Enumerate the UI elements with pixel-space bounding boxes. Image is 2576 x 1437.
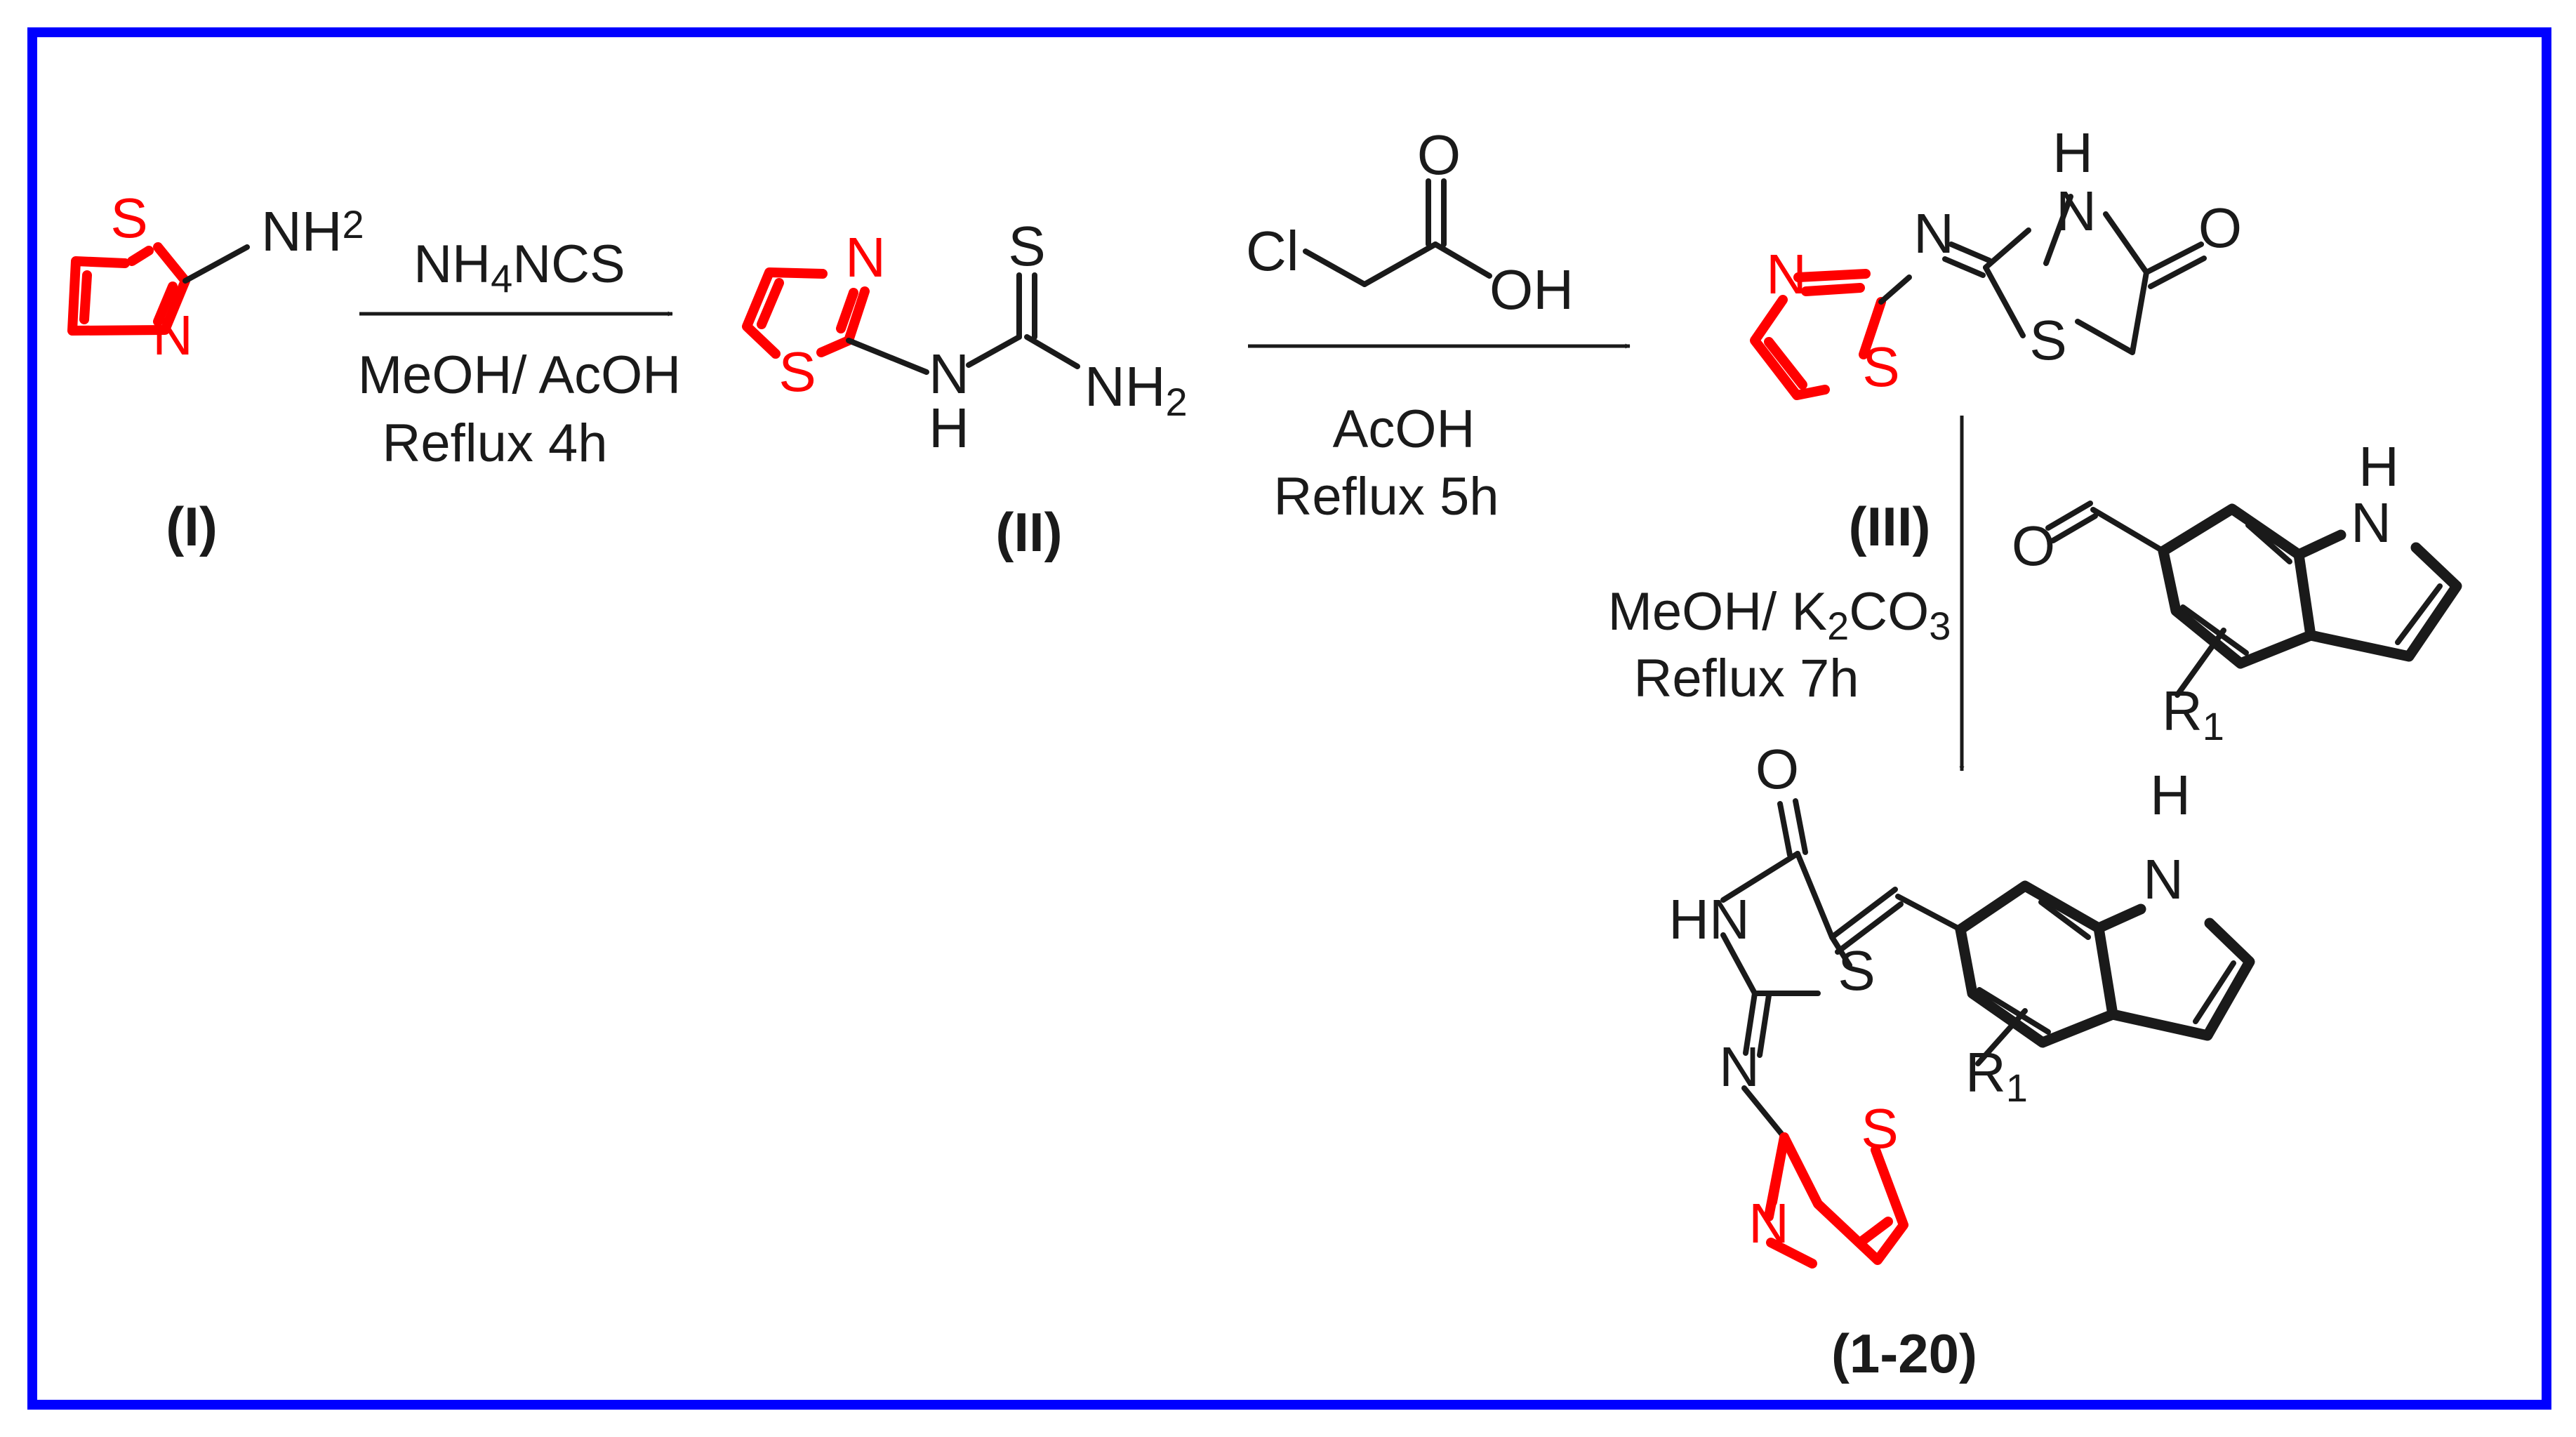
carbonyl-o-label: O (1755, 738, 1799, 800)
step-3-conditions: Reflux 7h (1633, 649, 1859, 708)
ring-s-label: S (1838, 939, 1875, 1002)
nh-h-label: H (929, 397, 969, 459)
indole-ring (2158, 503, 2462, 698)
ring-s-label: S (778, 340, 816, 403)
thiazole-ring-red (1764, 1132, 1908, 1269)
nh-n-label: N (2143, 848, 2184, 910)
carbonyl-o-label: O (1417, 124, 1461, 186)
product-label: (1-20) (1831, 1323, 1977, 1384)
nh-n-label: N (2351, 491, 2391, 554)
step-2-solvent: AcOH (1333, 399, 1475, 459)
ring-n-label: N (152, 304, 193, 366)
imine-n-label: N (1719, 1035, 1760, 1098)
cl-label: Cl (1246, 220, 1299, 282)
thione-s-label: S (1008, 215, 1045, 277)
amine-label: NH2 (261, 200, 364, 263)
nh-n-label: N (929, 343, 969, 405)
step-2-conditions: Reflux 5h (1273, 467, 1499, 527)
step-1-solvent: MeOH/ AcOH (358, 345, 681, 405)
compound-i: S N NH2 (I) (67, 187, 364, 557)
step-1-reagent: NH4NCS (413, 234, 625, 300)
step-3-solvent: MeOH/ K2CO3 (1608, 582, 1951, 648)
product-1-20: O HN S N S N H N R1 (1-20) (1668, 738, 2255, 1384)
r1-label: R1 (1965, 1041, 2028, 1110)
ring-s-label: S (1862, 336, 1899, 398)
thiazole-n-label: N (1748, 1192, 1789, 1254)
step-1-conditions: Reflux 4h (382, 413, 607, 473)
indole-ring (1955, 880, 2255, 1066)
hydroxyl-label: OH (1489, 258, 1574, 321)
r1-label: R1 (2162, 680, 2224, 748)
compound-ii-label: (II) (995, 501, 1062, 563)
ring-n-label: N (845, 226, 886, 289)
imine-n-label: N (1913, 202, 1954, 265)
thiazole-s-label: S (1861, 1097, 1898, 1160)
compound-iii: N S N H N S O (III) (1750, 121, 2242, 557)
thiazole-ring-red (1750, 269, 1886, 400)
ring-n-label: N (1766, 243, 1807, 305)
hn-label: HN (1668, 888, 1750, 951)
blue-frame (27, 27, 2551, 1410)
compound-i-label: (I) (166, 496, 218, 557)
amine-label: NH2 (1084, 355, 1188, 424)
chloroacetic-acid: Cl O OH (1246, 124, 1574, 321)
nh-h-label: H (2358, 435, 2399, 498)
ring2-s-label: S (2029, 309, 2066, 371)
nh-n-label: N (2056, 180, 2097, 242)
compound-ii: N S S N H NH2 (II) (742, 215, 1188, 563)
aldehyde-o-label: O (2012, 515, 2055, 577)
nh-h-label: H (2150, 764, 2191, 826)
indole-aldehyde: O H N R1 (2012, 435, 2462, 748)
thiazole-ring-red (67, 242, 190, 336)
carbonyl-o-label: O (2198, 197, 2242, 259)
nh-h-label: H (2052, 121, 2093, 184)
compound-iii-label: (III) (1849, 496, 1931, 557)
ring-s-label: S (110, 187, 147, 249)
